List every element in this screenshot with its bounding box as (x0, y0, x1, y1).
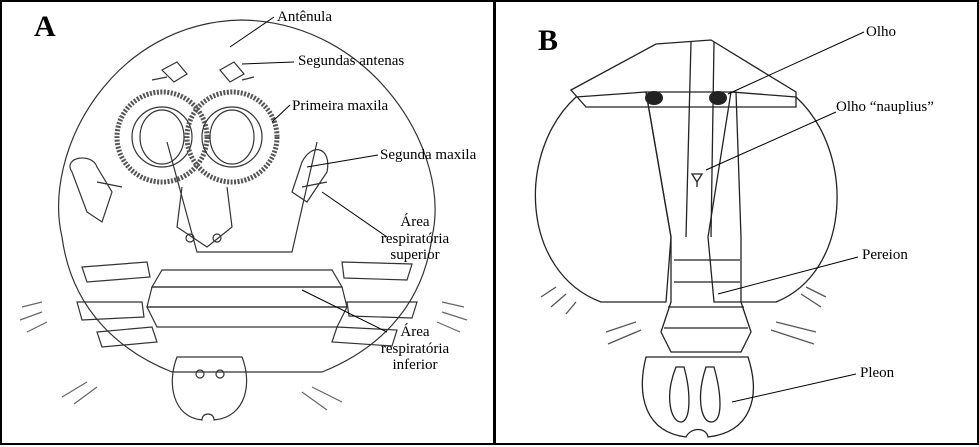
shield-outline (59, 20, 435, 372)
leader-olho-nauplius (706, 112, 836, 170)
label-olho-nauplius: Olho “nauplius” (836, 99, 934, 116)
panel-b: B Olho Olho “nauplius” Pereion Pleon (495, 0, 979, 445)
label-antenula: Antênula (277, 9, 332, 26)
first-maxilla-right-outer (187, 92, 277, 182)
mouthparts (177, 187, 232, 247)
first-maxilla-left-outer (117, 92, 207, 182)
head-outline (571, 40, 796, 107)
left-lobe (535, 92, 671, 302)
leader-primeira-maxila (272, 105, 290, 122)
second-maxilla-left (70, 158, 112, 222)
leader-pleon (732, 374, 856, 402)
pleon (172, 357, 246, 420)
label-area-respiratoria-inferior: Área respiratória inferior (370, 324, 460, 374)
legs-left (77, 262, 157, 347)
pereion-segment-1 (152, 270, 342, 287)
label-olho: Olho (866, 24, 896, 41)
leader-pereion (718, 257, 858, 294)
pereion-segment-3 (147, 307, 347, 327)
eye-right (709, 91, 727, 105)
leader-segundas-antenas (242, 62, 294, 64)
label-segunda-maxila: Segunda maxila (380, 147, 476, 164)
pleon (642, 357, 753, 437)
first-maxilla-right-inner (202, 107, 262, 167)
central-body (646, 92, 751, 352)
right-lobe (708, 92, 837, 302)
first-maxilla-left-inner (132, 107, 192, 167)
dorsal-view-drawing (496, 2, 979, 447)
eye-left (645, 91, 663, 105)
panel-a-letter: A (34, 10, 56, 44)
nauplius-eye (692, 174, 702, 187)
antennule-left (152, 62, 187, 82)
leader-segunda-maxila (307, 155, 378, 167)
label-primeira-maxila: Primeira maxila (292, 98, 388, 115)
panel-b-letter: B (538, 24, 558, 58)
panel-a: A Antênula Segundas antenas Primeira max… (0, 0, 495, 445)
label-area-respiratoria-superior: Área respiratória superior (370, 214, 460, 264)
label-pereion: Pereion (862, 247, 908, 264)
label-segundas-antenas: Segundas antenas (298, 53, 404, 70)
antennule-right (220, 62, 254, 82)
leader-antenula (230, 17, 274, 47)
label-pleon: Pleon (860, 365, 894, 382)
